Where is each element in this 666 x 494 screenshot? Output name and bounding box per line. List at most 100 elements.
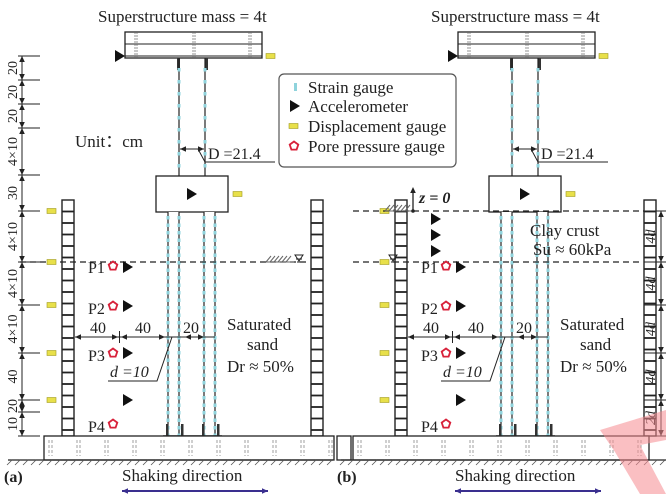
displacement-gauge-icon <box>265 53 276 59</box>
hatch-tick <box>230 459 237 466</box>
strain-gauge-icon <box>177 140 181 144</box>
strain-gauge-icon <box>166 351 170 355</box>
legend-label: Accelerometer <box>308 97 408 116</box>
strain-gauge-icon <box>166 291 170 295</box>
arrowhead-icon <box>19 122 25 128</box>
shaking-direction-label: Shaking direction <box>455 466 576 485</box>
strain-gauge-icon <box>177 418 181 422</box>
pile-anchor <box>550 424 553 436</box>
strain-gauge-icon <box>499 418 503 422</box>
strain-gauge-icon <box>499 396 503 400</box>
strain-gauge-icon <box>202 231 206 235</box>
soil-label-line3: Dr ≈ 50% <box>227 357 294 376</box>
vertical-dim-label: 4×10 <box>6 315 21 344</box>
strain-gauge-icon <box>499 223 503 227</box>
strain-gauge-icon <box>166 261 170 265</box>
strain-gauge-icon <box>499 328 503 332</box>
arrowhead-icon <box>19 412 25 418</box>
hatch-tick <box>286 459 293 466</box>
arrowhead-icon <box>19 305 25 311</box>
strain-gauge-icon <box>166 381 170 385</box>
hatch-tick <box>94 459 101 466</box>
strain-gauge-icon <box>499 253 503 257</box>
accelerometer-icon <box>431 229 441 241</box>
strain-gauge-icon <box>202 418 206 422</box>
strain-gauge-icon <box>546 306 550 310</box>
hatch-tick <box>579 459 586 466</box>
strain-gauge-icon <box>203 164 207 168</box>
strain-gauge-icon <box>546 253 550 257</box>
strain-gauge-icon <box>510 246 514 250</box>
shaking-direction-label: Shaking direction <box>122 466 243 485</box>
hatch-tick <box>278 459 285 466</box>
strain-gauge-icon <box>499 388 503 392</box>
strain-gauge-icon <box>535 388 539 392</box>
accelerometer-icon <box>123 394 133 406</box>
strain-gauge-icon <box>510 104 514 108</box>
strain-gauge-icon <box>546 418 550 422</box>
arrowhead-icon <box>19 211 25 217</box>
strain-gauge-icon <box>546 283 550 287</box>
strain-gauge-icon <box>177 373 181 377</box>
diameter-leader <box>197 148 275 163</box>
strain-gauge-icon <box>546 246 550 250</box>
displacement-gauge-icon <box>46 302 57 308</box>
strain-gauge-icon <box>546 268 550 272</box>
accelerometer-icon <box>520 188 530 200</box>
pile-diameter-label: d =10 <box>443 364 482 381</box>
strain-gauge-icon <box>535 411 539 415</box>
pore-pressure-label-p1: P1 <box>88 260 105 277</box>
strain-gauge-icon <box>213 313 217 317</box>
strain-gauge-icon <box>535 396 539 400</box>
strain-gauge-icon <box>202 373 206 377</box>
displacement-gauge-icon <box>379 259 390 265</box>
pile-anchor <box>181 424 184 436</box>
strain-gauge-icon <box>546 426 550 430</box>
strain-gauge-icon <box>535 223 539 227</box>
strain-gauge-icon <box>510 283 514 287</box>
strain-gauge-icon <box>510 223 514 227</box>
strain-gauge-icon <box>510 276 514 280</box>
water-table-icon <box>388 254 398 263</box>
arrowhead-icon <box>19 400 25 406</box>
strain-gauge-icon <box>499 351 503 355</box>
strain-gauge-icon <box>213 216 217 220</box>
strain-gauge-icon <box>177 336 181 340</box>
arrowhead-icon <box>19 256 25 262</box>
hatch-tick <box>483 459 490 466</box>
surface-hatch-icon <box>265 255 294 263</box>
strain-gauge-icon <box>499 366 503 370</box>
arrowhead-icon <box>19 175 25 181</box>
accelerometer-icon <box>431 245 441 257</box>
arrowhead-icon <box>531 334 537 340</box>
hatch-stroke <box>404 204 411 212</box>
strain-gauge-icon <box>202 298 206 302</box>
hatch-tick <box>563 459 570 466</box>
strain-gauge-icon <box>166 328 170 332</box>
strain-gauge-icon <box>535 373 539 377</box>
pore-pressure-gauge-icon <box>440 418 452 429</box>
strain-gauge-icon <box>213 291 217 295</box>
arrowhead-icon <box>19 347 25 353</box>
strain-gauge-icon <box>510 381 514 385</box>
shaking-arrow-left <box>122 488 128 494</box>
right-dim-label: 4d <box>644 321 659 336</box>
strain-gauge-icon <box>546 231 550 235</box>
right-dim-label: 4d <box>644 369 659 384</box>
strain-gauge-icon <box>213 246 217 250</box>
arrowhead-icon <box>180 146 186 152</box>
strain-gauge-icon <box>213 418 217 422</box>
strain-gauge-icon <box>535 403 539 407</box>
hatch-tick <box>62 459 69 466</box>
water-triangle <box>388 254 398 262</box>
strain-gauge-icon <box>202 358 206 362</box>
hatch-stroke <box>265 255 272 263</box>
vertical-dim-label: 20 <box>6 85 21 99</box>
strain-gauge-icon <box>510 261 514 265</box>
strain-gauge-icon <box>177 366 181 370</box>
strain-gauge-icon <box>202 396 206 400</box>
hatch-tick <box>539 459 546 466</box>
strain-gauge-icon <box>546 328 550 332</box>
hatch-stroke <box>269 255 276 263</box>
